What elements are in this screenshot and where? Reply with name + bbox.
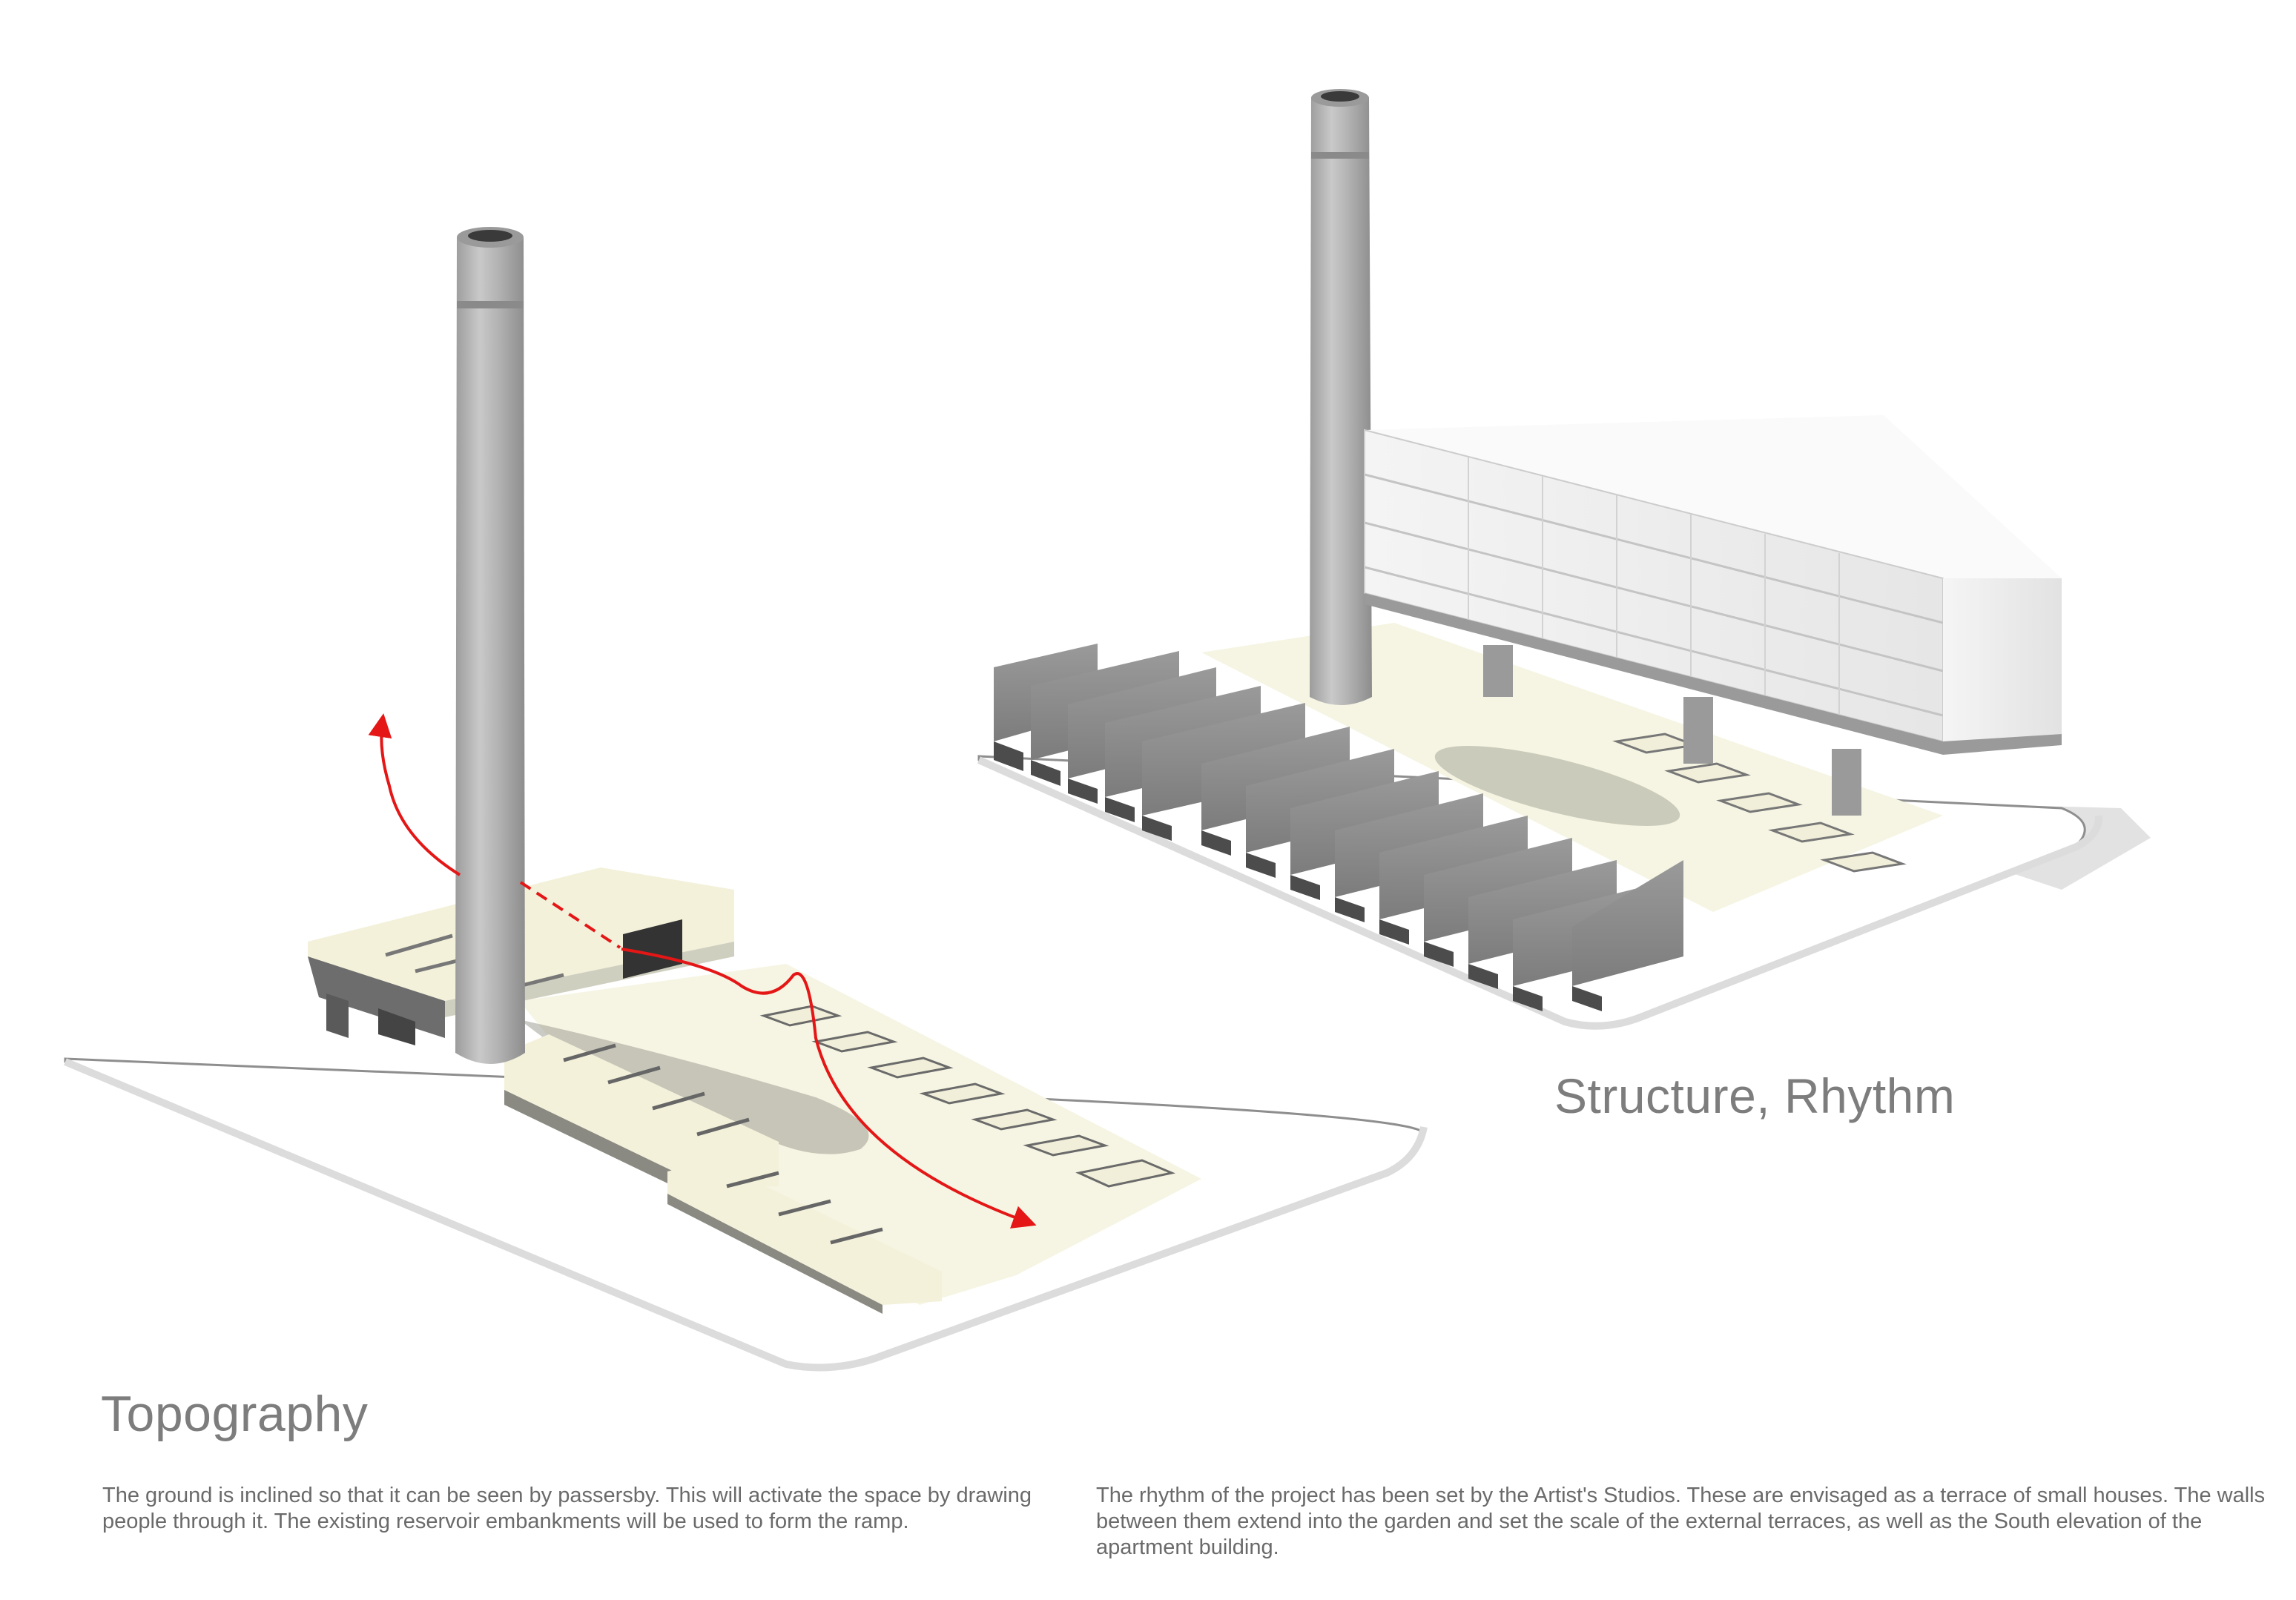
studio-walls: [994, 644, 1683, 1011]
structure-plaza-ground: [1201, 623, 1943, 912]
topography-title: Topography: [101, 1386, 369, 1442]
topography-base-edge: [64, 1058, 1428, 1372]
structure-model: [977, 89, 2151, 1030]
apartment-building: [1364, 415, 2062, 816]
structure-rhythm-description: The rhythm of the project has been set b…: [1096, 1484, 2266, 1559]
chimney-right: [1310, 89, 1372, 705]
path-upper-solid: [368, 713, 461, 876]
path-hidden-dashed: [519, 881, 621, 949]
chimney-shadow-right: [1434, 746, 1680, 826]
studio-wall: [1572, 860, 1683, 1011]
structure-rhythm-title: Structure, Rhythm: [1554, 1068, 1956, 1123]
embankment-lower: [667, 1160, 942, 1314]
topography-description: The ground is inclined so that it can be…: [102, 1484, 1032, 1533]
topography-model: [64, 227, 1428, 1372]
embankment-upper: [504, 1034, 779, 1201]
path-lower-solid: [621, 948, 1037, 1229]
structure-base-edge: [977, 756, 2103, 1030]
structure-paving: [1612, 733, 1907, 873]
circulation-path: [368, 713, 1037, 1229]
topography-steps: [759, 1005, 1175, 1188]
chimney-shadow: [519, 1019, 869, 1154]
chimney-left: [455, 227, 525, 1064]
